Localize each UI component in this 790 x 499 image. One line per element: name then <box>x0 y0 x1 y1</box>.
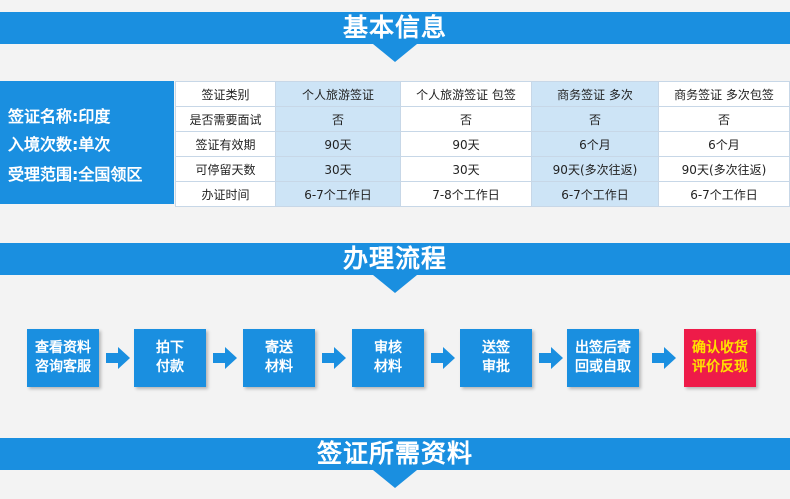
table-cell: 30天 <box>400 156 532 182</box>
step-view-materials: 查看资料 咨询客服 <box>27 329 99 387</box>
arrow-right-icon <box>431 347 455 369</box>
table-row: 签证有效期 90天 90天 6个月 6个月 <box>175 131 790 157</box>
table-cell: 是否需要面试 <box>175 106 276 132</box>
section-title-process: 办理流程 <box>342 244 447 273</box>
entry-count: 入境次数:单次 <box>8 135 111 154</box>
table-row: 是否需要面试 否 否 否 否 <box>175 106 790 132</box>
visa-type-table: 签证类别 个人旅游签证 个人旅游签证 包签 商务签证 多次 商务签证 多次包签 … <box>175 81 790 207</box>
arrow-right-icon <box>539 347 563 369</box>
table-cell: 7-8个工作日 <box>400 181 532 207</box>
section-banner-process <box>0 243 790 275</box>
table-cell: 否 <box>531 106 659 132</box>
arrow-right-icon <box>213 347 237 369</box>
table-cell: 6个月 <box>658 131 790 157</box>
table-cell: 6个月 <box>531 131 659 157</box>
step-label: 材料 <box>374 359 402 375</box>
section-banner-basic-info <box>0 12 790 44</box>
step-label: 查看资料 <box>35 340 91 356</box>
table-cell: 90天 <box>400 131 532 157</box>
arrow-right-icon <box>652 347 676 369</box>
table-cell: 否 <box>400 106 532 132</box>
step-label: 出签后寄 <box>575 340 631 356</box>
step-label: 回或自取 <box>575 359 631 375</box>
banner-arrow-down-icon <box>373 275 417 293</box>
step-label: 寄送 <box>265 340 293 356</box>
table-cell: 签证有效期 <box>175 131 276 157</box>
table-row: 可停留天数 30天 30天 90天(多次往返) 90天(多次往返) <box>175 156 790 182</box>
step-label: 送签 <box>482 340 510 356</box>
table-cell: 办证时间 <box>175 181 276 207</box>
step-payment: 拍下 付款 <box>134 329 206 387</box>
table-header-cell: 个人旅游签证 包签 <box>400 81 532 107</box>
table-header-cell: 签证类别 <box>175 81 276 107</box>
step-label: 确认收货 <box>692 340 748 356</box>
step-label: 材料 <box>265 359 293 375</box>
table-header-cell: 商务签证 多次 <box>531 81 659 107</box>
section-title-basic-info: 基本信息 <box>342 13 447 42</box>
step-return-or-pickup: 出签后寄 回或自取 <box>567 329 639 387</box>
table-cell: 90天(多次往返) <box>658 156 790 182</box>
table-cell: 30天 <box>275 156 401 182</box>
table-cell: 90天 <box>275 131 401 157</box>
table-cell: 否 <box>658 106 790 132</box>
arrow-right-icon <box>106 347 130 369</box>
table-header-row: 签证类别 个人旅游签证 个人旅游签证 包签 商务签证 多次 商务签证 多次包签 <box>175 81 790 107</box>
table-header-cell: 商务签证 多次包签 <box>658 81 790 107</box>
step-send-materials: 寄送 材料 <box>243 329 315 387</box>
table-row: 办证时间 6-7个工作日 7-8个工作日 6-7个工作日 6-7个工作日 <box>175 181 790 207</box>
arrow-right-icon <box>322 347 346 369</box>
table-cell: 否 <box>275 106 401 132</box>
step-review-materials: 审核 材料 <box>352 329 424 387</box>
visa-summary-panel: 签证名称:印度 入境次数:单次 受理范围:全国领区 <box>0 81 174 204</box>
step-label: 咨询客服 <box>35 359 91 375</box>
banner-arrow-down-icon <box>373 470 417 488</box>
step-label: 评价反现 <box>692 359 748 375</box>
step-label: 审批 <box>482 359 510 375</box>
section-title-materials: 签证所需资料 <box>316 439 473 468</box>
step-submit-approval: 送签 审批 <box>460 329 532 387</box>
step-confirm-and-review: 确认收货 评价反现 <box>684 329 756 387</box>
step-label: 付款 <box>156 359 184 375</box>
banner-arrow-down-icon <box>373 44 417 62</box>
visa-name: 签证名称:印度 <box>8 107 111 126</box>
step-label: 审核 <box>374 340 402 356</box>
acceptance-scope: 受理范围:全国领区 <box>8 165 143 184</box>
table-cell: 6-7个工作日 <box>275 181 401 207</box>
table-cell: 可停留天数 <box>175 156 276 182</box>
table-cell: 90天(多次往返) <box>531 156 659 182</box>
table-cell: 6-7个工作日 <box>531 181 659 207</box>
section-banner-materials <box>0 438 790 470</box>
table-header-cell: 个人旅游签证 <box>275 81 401 107</box>
table-cell: 6-7个工作日 <box>658 181 790 207</box>
step-label: 拍下 <box>156 340 184 356</box>
